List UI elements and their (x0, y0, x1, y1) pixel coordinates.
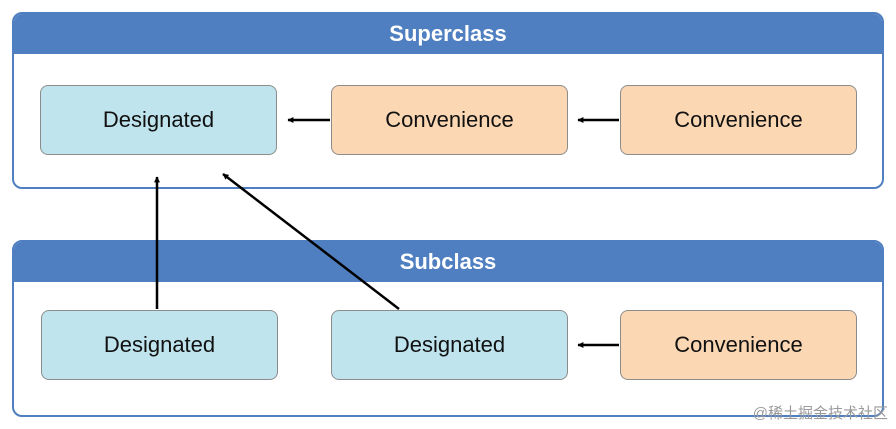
watermark: @稀土掘金技术社区 (752, 405, 888, 422)
subclass-designated-node-1: Designated (41, 310, 278, 380)
superclass-title: Superclass (14, 14, 882, 54)
subclass-designated-node-2: Designated (331, 310, 568, 380)
superclass-convenience-node-1: Convenience (331, 85, 568, 155)
superclass-convenience-node-2: Convenience (620, 85, 857, 155)
superclass-designated-node: Designated (40, 85, 277, 155)
subclass-title: Subclass (14, 242, 882, 282)
subclass-convenience-node: Convenience (620, 310, 857, 380)
